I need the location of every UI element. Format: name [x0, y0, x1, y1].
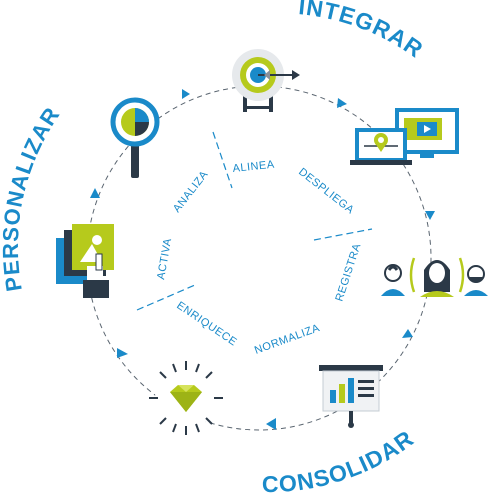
inner-dividers: [136, 131, 373, 311]
arrow-icon: [117, 348, 128, 358]
diamond-sparkle-icon: [149, 361, 223, 435]
phase-consolidar: CONSOLIDAR: [262, 425, 419, 497]
arrow-icon: [337, 98, 347, 108]
arrow-icon: [266, 418, 276, 430]
presentation-board-icon: [319, 365, 383, 428]
step-normaliza: NORMALIZA: [253, 322, 322, 357]
arrow-icon: [402, 329, 413, 338]
arrow-icon: [182, 89, 190, 99]
target-arrow-icon: [232, 49, 300, 112]
step-analiza: ANALIZA: [171, 168, 211, 214]
cycle-arrows: [90, 89, 435, 430]
phase-personalizar: PERSONALIZAR: [0, 102, 65, 293]
step-alinea: ALINEA: [232, 159, 275, 175]
step-despliega: DESPLIEGA: [296, 166, 356, 217]
image-cards-icon: [56, 224, 114, 298]
arrow-icon: [425, 211, 435, 220]
step-registra: REGISTRA: [333, 242, 363, 303]
magnifier-pie-chart-icon: [110, 97, 160, 178]
phase-integrar: INTEGRAR: [297, 0, 428, 63]
monitor-laptop-location-icon: [350, 108, 459, 165]
step-enriquece: ENRIQUECE: [174, 300, 239, 349]
step-activa: ACTIVA: [155, 237, 174, 281]
people-group-icon: [381, 257, 488, 297]
arrow-icon: [90, 188, 100, 198]
